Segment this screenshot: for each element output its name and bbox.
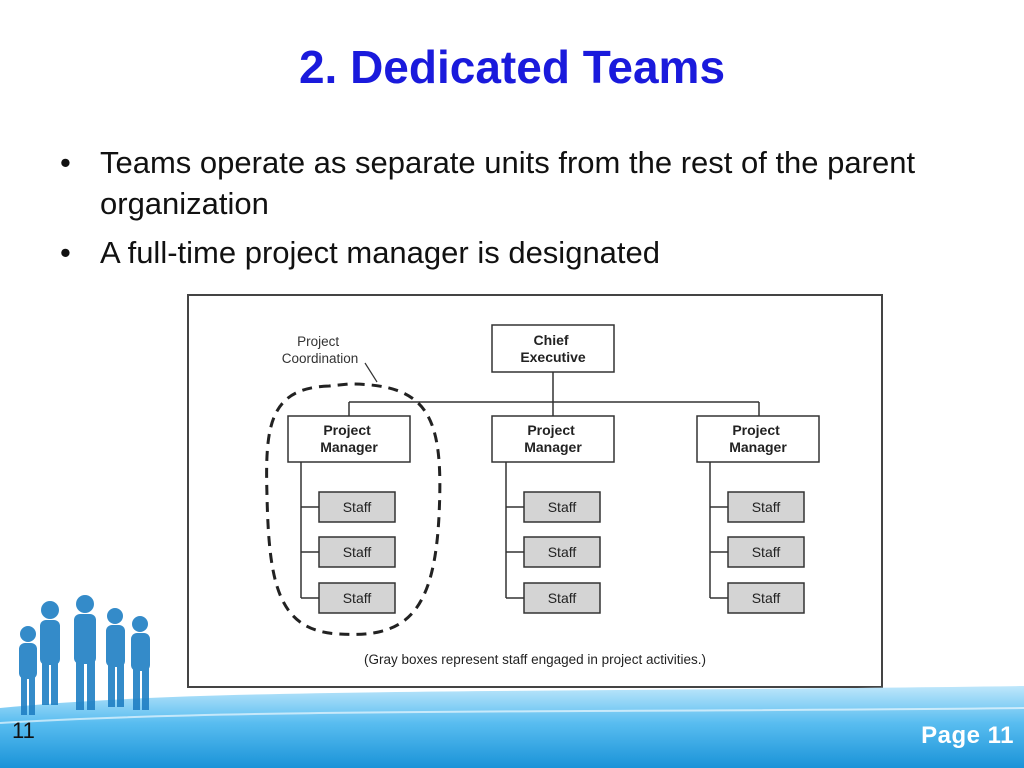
project-coordination-boundary (265, 382, 442, 636)
project-manager-label: Manager (524, 439, 582, 455)
project-manager-box (696, 415, 820, 463)
staff-label: Staff (548, 590, 577, 606)
project-manager-label: Project (527, 422, 575, 438)
slide-title: 2. Dedicated Teams (298, 41, 726, 93)
diagram-caption: (Gray boxes represent staff engaged in p… (364, 652, 706, 667)
staff-label: Staff (752, 544, 781, 560)
bullet-item: • Teams operate as separate units from t… (58, 142, 958, 224)
staff-label: Staff (548, 544, 577, 560)
staff-label: Staff (343, 544, 372, 560)
staff-box (523, 491, 601, 523)
staff-box (523, 582, 601, 614)
chief-executive-label: Executive (520, 349, 586, 365)
business-people-icon (19, 595, 150, 715)
slide-number: 11 (12, 718, 35, 743)
chief-executive-label: Chief (534, 332, 569, 348)
project-manager-label: Manager (729, 439, 787, 455)
project-manager-box (491, 415, 615, 463)
footer-wave-banner (0, 686, 1024, 768)
staff-boxes (318, 491, 805, 614)
org-chart-figure: Chief Executive Project Manager Project … (187, 294, 883, 688)
project-manager-label: Manager (320, 439, 378, 455)
connector-lines (300, 372, 760, 599)
bullet-dot-icon: • (60, 235, 71, 270)
svg-text:Project Manager: Project Manager (320, 422, 378, 455)
staff-box (523, 536, 601, 568)
staff-box (727, 491, 805, 523)
page-label: Page 11 (921, 722, 1014, 749)
staff-box (727, 536, 805, 568)
svg-text:Project Manager: Project Manager (524, 422, 582, 455)
staff-box (318, 536, 396, 568)
bullet-list: • Teams operate as separate units from t… (58, 142, 958, 281)
svg-text:Chief Executive: Chief Executive (520, 332, 586, 365)
project-manager-box (287, 415, 411, 463)
project-manager-label: Project (323, 422, 371, 438)
org-chart-svg: Chief Executive Project Manager Project … (265, 324, 820, 667)
staff-label: Staff (343, 499, 372, 515)
bullet-dot-icon: • (60, 145, 71, 180)
coordination-label: Project (297, 334, 339, 349)
bullet-text: Teams operate as separate units from the… (100, 145, 916, 221)
coordination-pointer (364, 362, 378, 383)
staff-label: Staff (752, 499, 781, 515)
chief-executive-box (491, 324, 615, 373)
bullet-text: A full-time project manager is designate… (100, 235, 661, 270)
staff-label: Staff (343, 590, 372, 606)
staff-box (727, 582, 805, 614)
staff-box (318, 582, 396, 614)
staff-label: Staff (752, 590, 781, 606)
project-manager-label: Project (732, 422, 780, 438)
staff-label: Staff (548, 499, 577, 515)
svg-text:Project Coordination: Project Coordination (282, 334, 359, 366)
coordination-label: Coordination (282, 351, 359, 366)
staff-box (318, 491, 396, 523)
svg-text:Project Manager: Project Manager (729, 422, 787, 455)
bullet-item: • A full-time project manager is designa… (58, 232, 958, 273)
